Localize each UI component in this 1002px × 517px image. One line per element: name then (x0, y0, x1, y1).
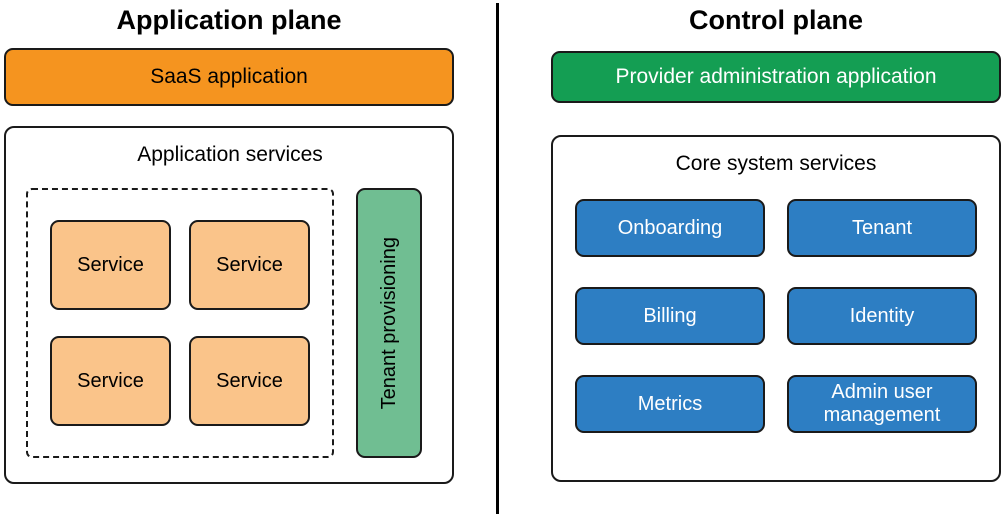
tenant-provisioning-label: Tenant provisioning (377, 236, 400, 410)
control-plane-title: Control plane (689, 5, 863, 35)
service-box: Service (189, 220, 310, 310)
services-group: Service Service Service Service (26, 188, 334, 458)
application-plane-title: Application plane (116, 5, 342, 35)
core-service-identity: Identity (787, 287, 977, 345)
core-service-onboarding: Onboarding (575, 199, 765, 257)
core-system-services-title: Core system services (675, 152, 877, 175)
saas-application-label: SaaS application (150, 65, 308, 88)
core-service-tenant: Tenant (787, 199, 977, 257)
application-services-content: Service Service Service Service Tenant p… (26, 188, 434, 458)
core-service-metrics: Metrics (575, 375, 765, 433)
application-services-box: Application services Service Service Ser… (4, 126, 454, 484)
saas-application-box: SaaS application (4, 48, 454, 106)
service-box: Service (189, 336, 310, 426)
control-plane: Control plane Provider administration ap… (551, 0, 1001, 482)
plane-divider-line (496, 3, 499, 514)
service-box: Service (50, 220, 171, 310)
core-services-grid: Onboarding Tenant Billing Identity Metri… (573, 199, 979, 433)
provider-admin-label: Provider administration application (615, 65, 937, 88)
core-system-services-box: Core system services Onboarding Tenant B… (551, 135, 1001, 482)
application-services-title: Application services (137, 143, 323, 166)
provider-admin-box: Provider administration application (551, 51, 1001, 103)
core-service-admin-user-management: Admin user management (787, 375, 977, 433)
application-plane: Application plane SaaS application Appli… (4, 0, 454, 484)
core-service-billing: Billing (575, 287, 765, 345)
service-box: Service (50, 336, 171, 426)
tenant-provisioning-box: Tenant provisioning (356, 188, 422, 458)
